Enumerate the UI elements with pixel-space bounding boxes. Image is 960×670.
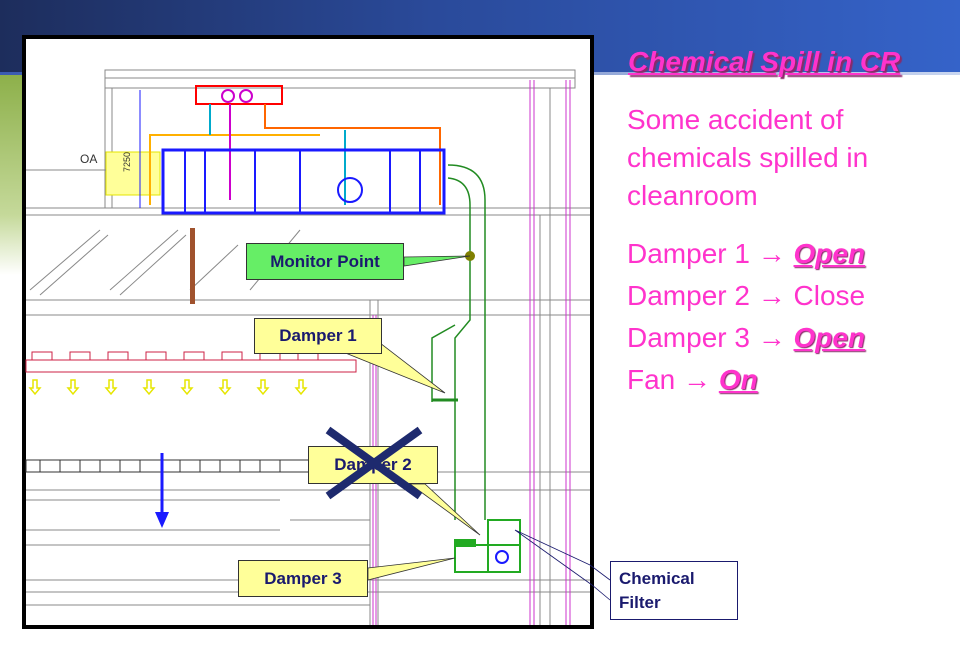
monitor-point-callout: Monitor Point [246, 243, 404, 280]
chemical-filter-line1: Chemical [619, 568, 695, 588]
oa-inlet [105, 151, 161, 196]
oa-label: OA [80, 152, 97, 166]
description-line: cleanroom [627, 180, 758, 211]
ffu-row [25, 351, 357, 373]
action-fan: Fan → On [627, 364, 758, 395]
description-line: Some accident of [627, 104, 844, 135]
chemical-filter-line2: Filter [619, 592, 661, 612]
header-pipes [195, 85, 283, 105]
damper2-callout: Damper 2 [308, 446, 438, 484]
airflow-arrows [28, 379, 308, 396]
side-accent [0, 75, 24, 275]
description-line: chemicals spilled in [627, 142, 869, 173]
action-damper1: Damper 1 → Open [627, 238, 866, 269]
action-damper3: Damper 3 → Open [627, 322, 866, 353]
raised-floor-grid [25, 459, 311, 473]
chemical-filter-unit [454, 519, 521, 573]
action-damper2: Damper 2 → Close [627, 280, 866, 311]
damper1-callout: Damper 1 [254, 318, 382, 354]
supply-fan-icon [337, 177, 363, 203]
slide-title: Chemical Spill in CR [628, 46, 901, 77]
air-handling-unit [161, 148, 446, 215]
downflow-arrow-icon [155, 453, 169, 528]
damper3-callout: Damper 3 [238, 560, 368, 597]
dimension-label: 7250 [122, 152, 132, 172]
return-duct [431, 164, 486, 520]
